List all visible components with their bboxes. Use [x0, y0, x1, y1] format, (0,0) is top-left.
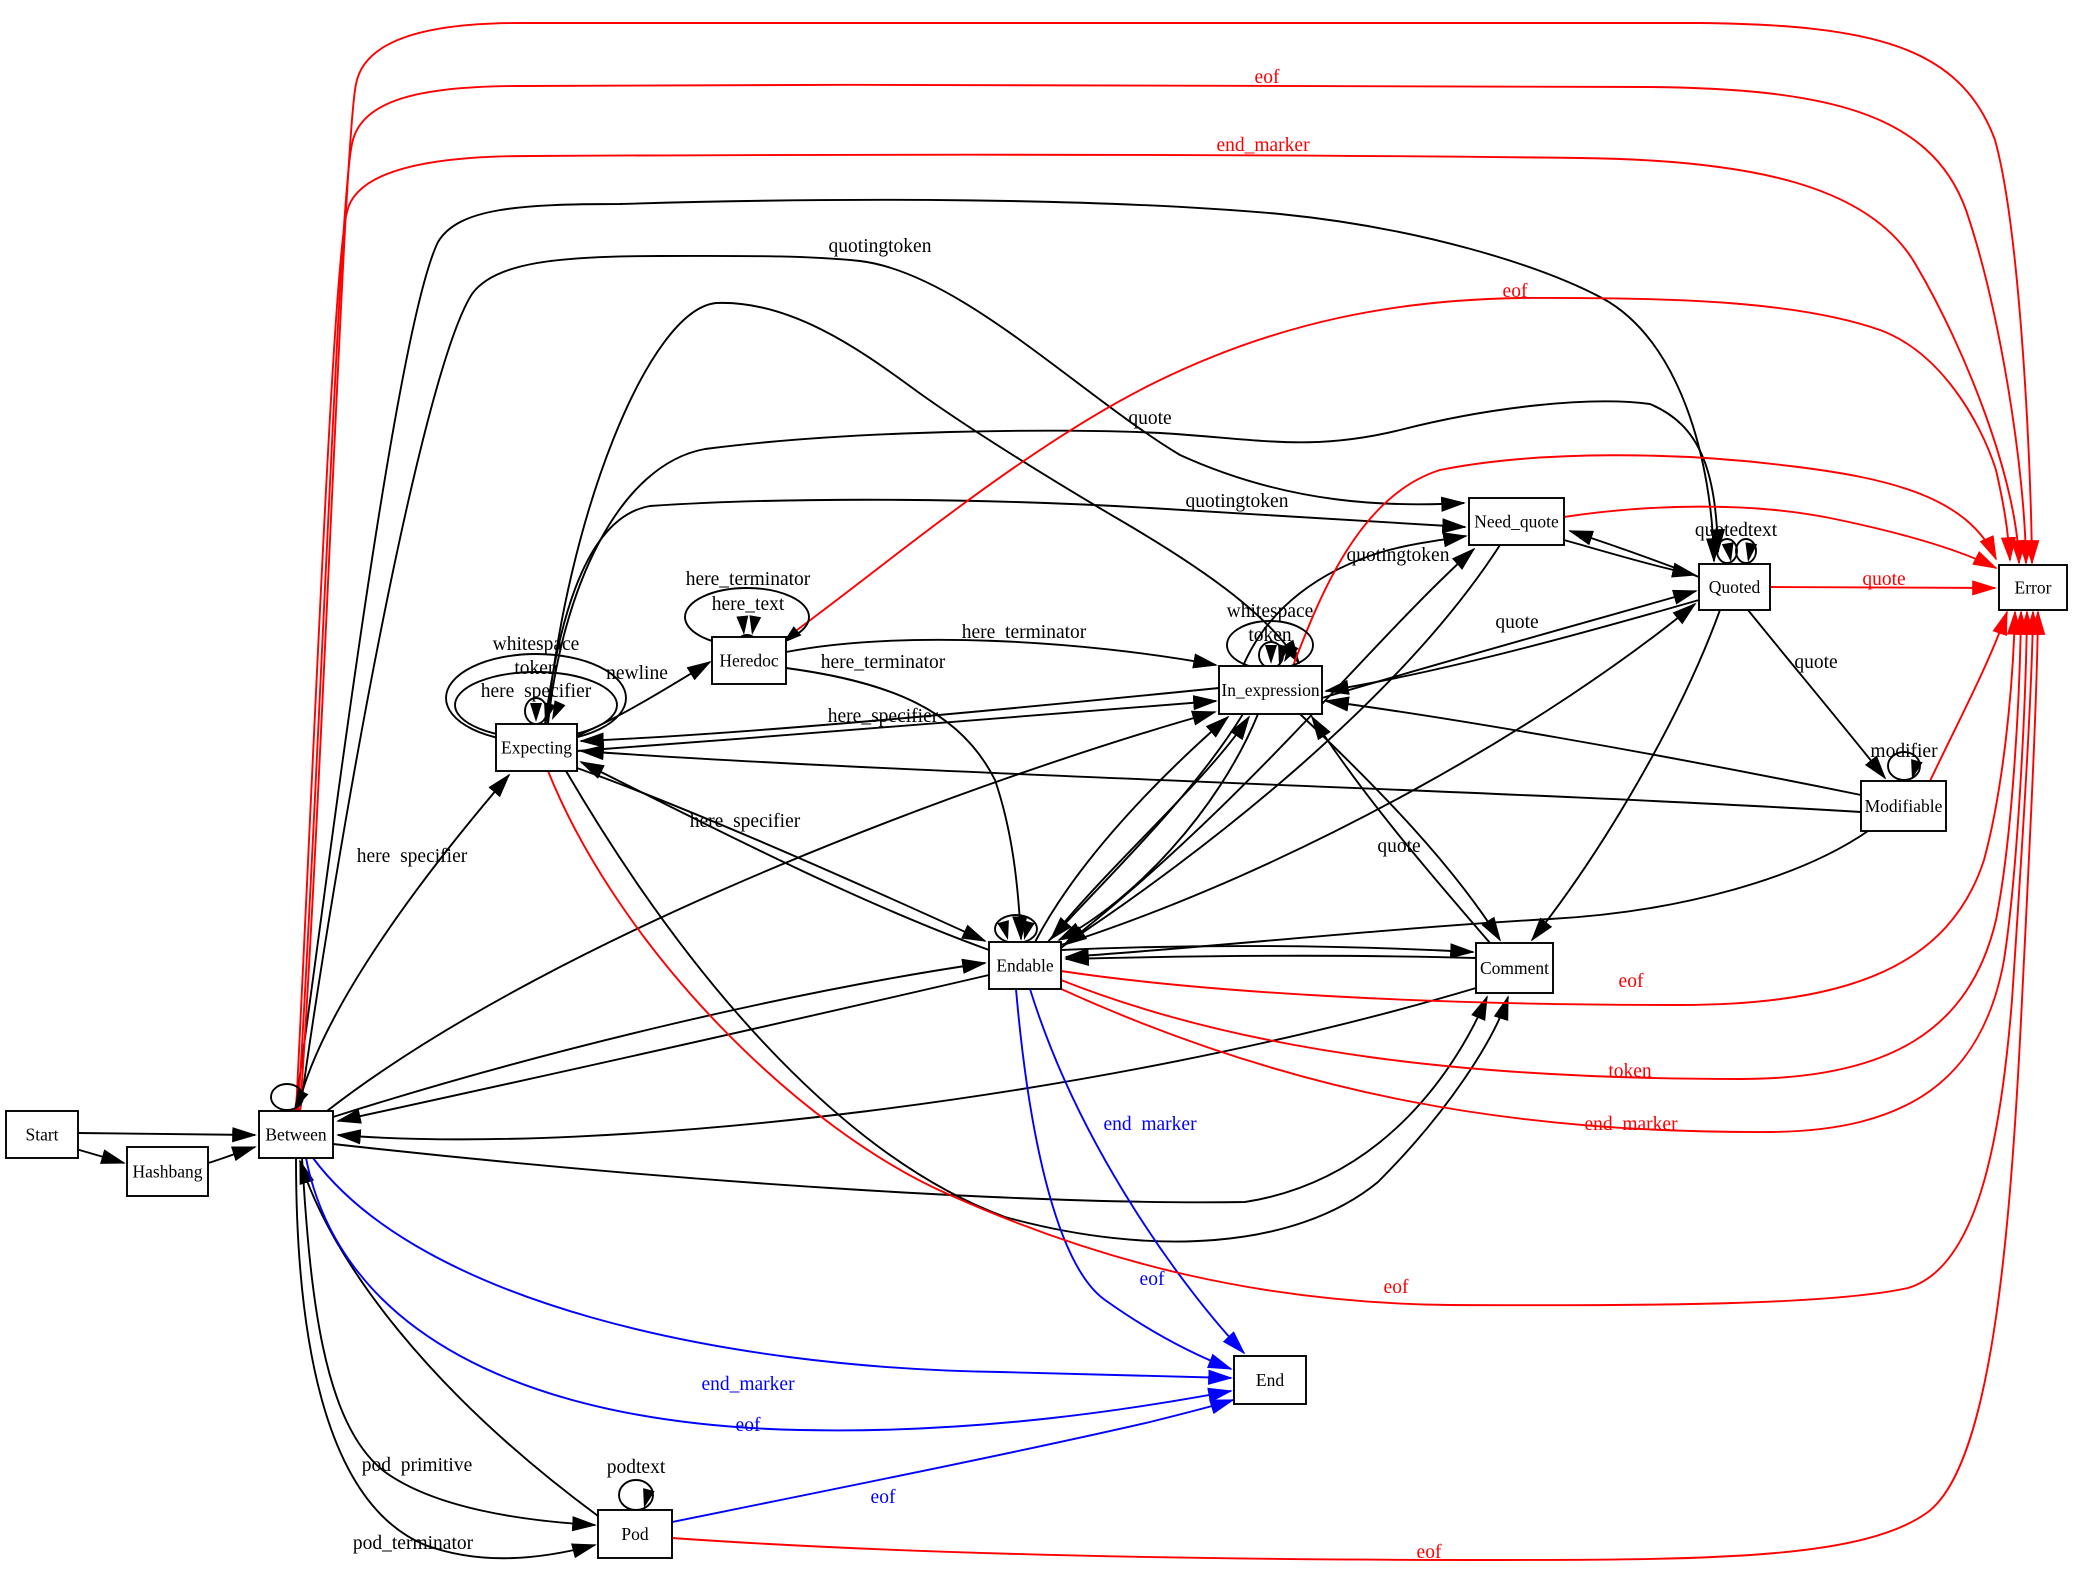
svg-text:token: token [1608, 1061, 1652, 1082]
svg-text:pod_terminator: pod_terminator [353, 1533, 474, 1554]
svg-text:In_expression: In_expression [1221, 680, 1319, 700]
svg-text:quote: quote [1495, 612, 1538, 633]
svg-text:Need_quote: Need_quote [1474, 512, 1559, 532]
svg-text:newline: newline [606, 663, 668, 684]
svg-text:Between: Between [265, 1125, 326, 1145]
svg-text:end_marker: end_marker [1216, 135, 1310, 156]
svg-text:eof: eof [1255, 67, 1280, 88]
svg-text:eof: eof [871, 1487, 896, 1508]
svg-text:podtext: podtext [607, 1457, 666, 1478]
svg-text:quotedtext: quotedtext [1695, 520, 1778, 541]
svg-text:eof: eof [1417, 1542, 1442, 1563]
svg-text:here specifier: here specifier [690, 811, 801, 832]
svg-text:Hashbang: Hashbang [133, 1162, 203, 1182]
svg-text:end marker: end marker [1584, 1114, 1678, 1135]
svg-text:quote: quote [1128, 408, 1171, 429]
svg-text:eof: eof [1140, 1269, 1165, 1290]
svg-text:modifier: modifier [1870, 741, 1938, 762]
svg-text:here specifier: here specifier [357, 846, 468, 867]
svg-text:Heredoc: Heredoc [719, 651, 779, 671]
svg-text:end marker: end marker [1103, 1114, 1197, 1135]
svg-text:eof: eof [1384, 1277, 1409, 1298]
svg-text:here_terminator: here_terminator [686, 569, 811, 590]
svg-text:Expecting: Expecting [501, 738, 572, 758]
svg-text:quotingtoken: quotingtoken [1186, 491, 1289, 512]
svg-text:eof: eof [1503, 281, 1528, 302]
svg-text:token: token [1248, 625, 1292, 646]
svg-text:token: token [514, 658, 558, 679]
svg-text:End: End [1256, 1370, 1284, 1390]
svg-text:here_specifier: here_specifier [828, 706, 939, 727]
svg-text:quotingtoken: quotingtoken [1347, 545, 1450, 566]
svg-text:quotingtoken: quotingtoken [829, 236, 932, 257]
svg-text:here_terminator: here_terminator [821, 652, 946, 673]
svg-text:here specifier: here specifier [481, 681, 592, 702]
svg-text:eof: eof [1619, 971, 1644, 992]
svg-text:eof: eof [736, 1415, 761, 1436]
svg-text:Error: Error [2015, 578, 2052, 598]
svg-text:quote: quote [1794, 652, 1837, 673]
svg-text:Comment: Comment [1480, 958, 1549, 978]
svg-text:whitespace: whitespace [493, 634, 580, 655]
svg-text:quote: quote [1377, 836, 1420, 857]
svg-text:Start: Start [25, 1125, 58, 1145]
svg-text:here terminator: here terminator [962, 622, 1087, 643]
svg-text:Pod: Pod [621, 1524, 648, 1544]
svg-text:quote: quote [1862, 569, 1905, 590]
svg-text:end_marker: end_marker [701, 1374, 795, 1395]
svg-text:Quoted: Quoted [1709, 577, 1761, 597]
svg-text:here_text: here_text [712, 594, 785, 615]
svg-text:Modifiable: Modifiable [1865, 796, 1943, 816]
svg-text:whitespace: whitespace [1227, 601, 1314, 622]
svg-text:Endable: Endable [996, 956, 1054, 976]
svg-text:pod primitive: pod primitive [362, 1455, 473, 1476]
